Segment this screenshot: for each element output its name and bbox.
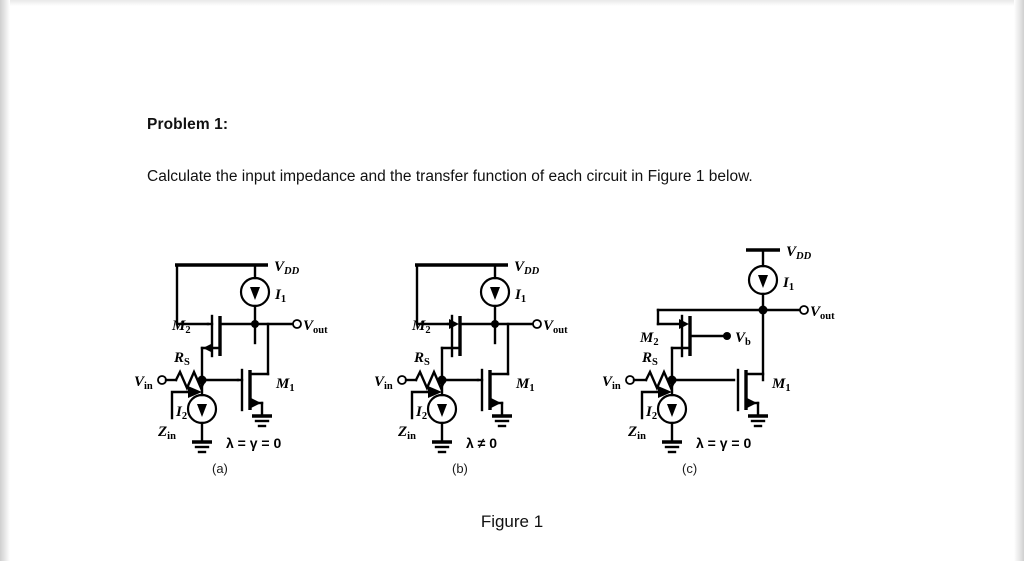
vin-terminal-b [397,375,407,385]
label-vin-c: Vin [602,374,621,392]
problem-title: Problem 1: [147,116,229,133]
condition-a: λ = γ = 0 [226,435,281,451]
circuit-panel-b: VDD I1 M2 Vout RS Vin M1 I2 Zin λ ≠ 0 (b… [374,240,640,485]
label-rs-c: RS [641,350,658,368]
label-m2-a: M2 [171,318,191,336]
i1-arrow-c [758,275,768,288]
panel-id-b: (b) [452,461,468,476]
zin-pointer-b [410,390,432,420]
label-m1-a: M1 [275,376,295,394]
m2-drain-arrow-c [679,319,689,329]
label-i1-b: I1 [514,287,526,305]
label-rs-b: RS [413,350,430,368]
i2-arrow-a [197,404,207,417]
label-zin-c: Zin [627,424,646,442]
label-zin-b: Zin [397,424,416,442]
panel-id-c: (c) [682,461,697,476]
vout-terminal-a [292,319,302,329]
label-vdd-b: VDD [514,259,540,277]
page-edge-right [1014,0,1024,561]
m1-source-arrow-b [491,398,501,408]
vin-terminal-c [625,375,635,385]
label-vout-b: Vout [543,318,568,336]
figure-caption: Figure 1 [480,512,544,531]
label-rs-a: RS [173,350,190,368]
label-m1-c: M1 [771,376,791,394]
m1-source-arrow-c [747,398,757,408]
label-i1-c: I1 [782,275,794,293]
figure-1: VDD I1 M2 Vout RS Vin M1 I2 Zin λ = γ = … [134,240,880,485]
label-vin-a: Vin [134,374,153,392]
m2-source-arrow-a [203,343,213,353]
i2-arrow-b [437,404,447,417]
condition-c: λ = γ = 0 [696,435,751,451]
label-vdd-a: VDD [274,259,300,277]
label-m2-c: M2 [639,330,659,348]
label-i1-a: I1 [274,287,286,305]
vout-terminal-c [799,305,809,315]
label-vin-b: Vin [374,374,393,392]
page-edge-left [0,0,10,561]
label-vout-c: Vout [810,304,835,322]
label-vdd-c: VDD [786,244,812,262]
circuit-panel-c: VDD I1 Vout M2 Vb RS Vin M1 I2 Zin λ = γ… [602,240,878,485]
zin-pointer-a [170,390,192,420]
vb-node-dot-c [723,332,731,340]
circuit-panel-a: VDD I1 M2 Vout RS Vin M1 I2 Zin λ = γ = … [134,240,400,485]
i1-arrow-b [490,287,500,300]
i1-arrow-a [250,287,260,300]
label-i2-b: I2 [415,404,427,422]
zin-pointer-c [640,390,662,420]
zin-arrowhead-c [658,386,672,398]
label-m1-b: M1 [515,376,535,394]
page-edge-top [0,0,1024,6]
m2-drain-arrow-b [449,319,459,329]
m1-source-arrow-a [251,398,261,408]
problem-statement: Calculate the input impedance and the tr… [147,168,753,185]
panel-id-a: (a) [212,461,228,476]
label-i2-a: I2 [175,404,187,422]
condition-b: λ ≠ 0 [466,435,497,451]
label-vout-a: Vout [303,318,328,336]
label-i2-c: I2 [645,404,657,422]
label-vb-c: Vb [735,330,751,348]
zin-arrowhead-b [428,386,442,398]
label-m2-b: M2 [411,318,431,336]
vout-terminal-b [532,319,542,329]
i2-arrow-c [667,404,677,417]
zin-arrowhead-a [188,386,202,398]
label-zin-a: Zin [157,424,176,442]
